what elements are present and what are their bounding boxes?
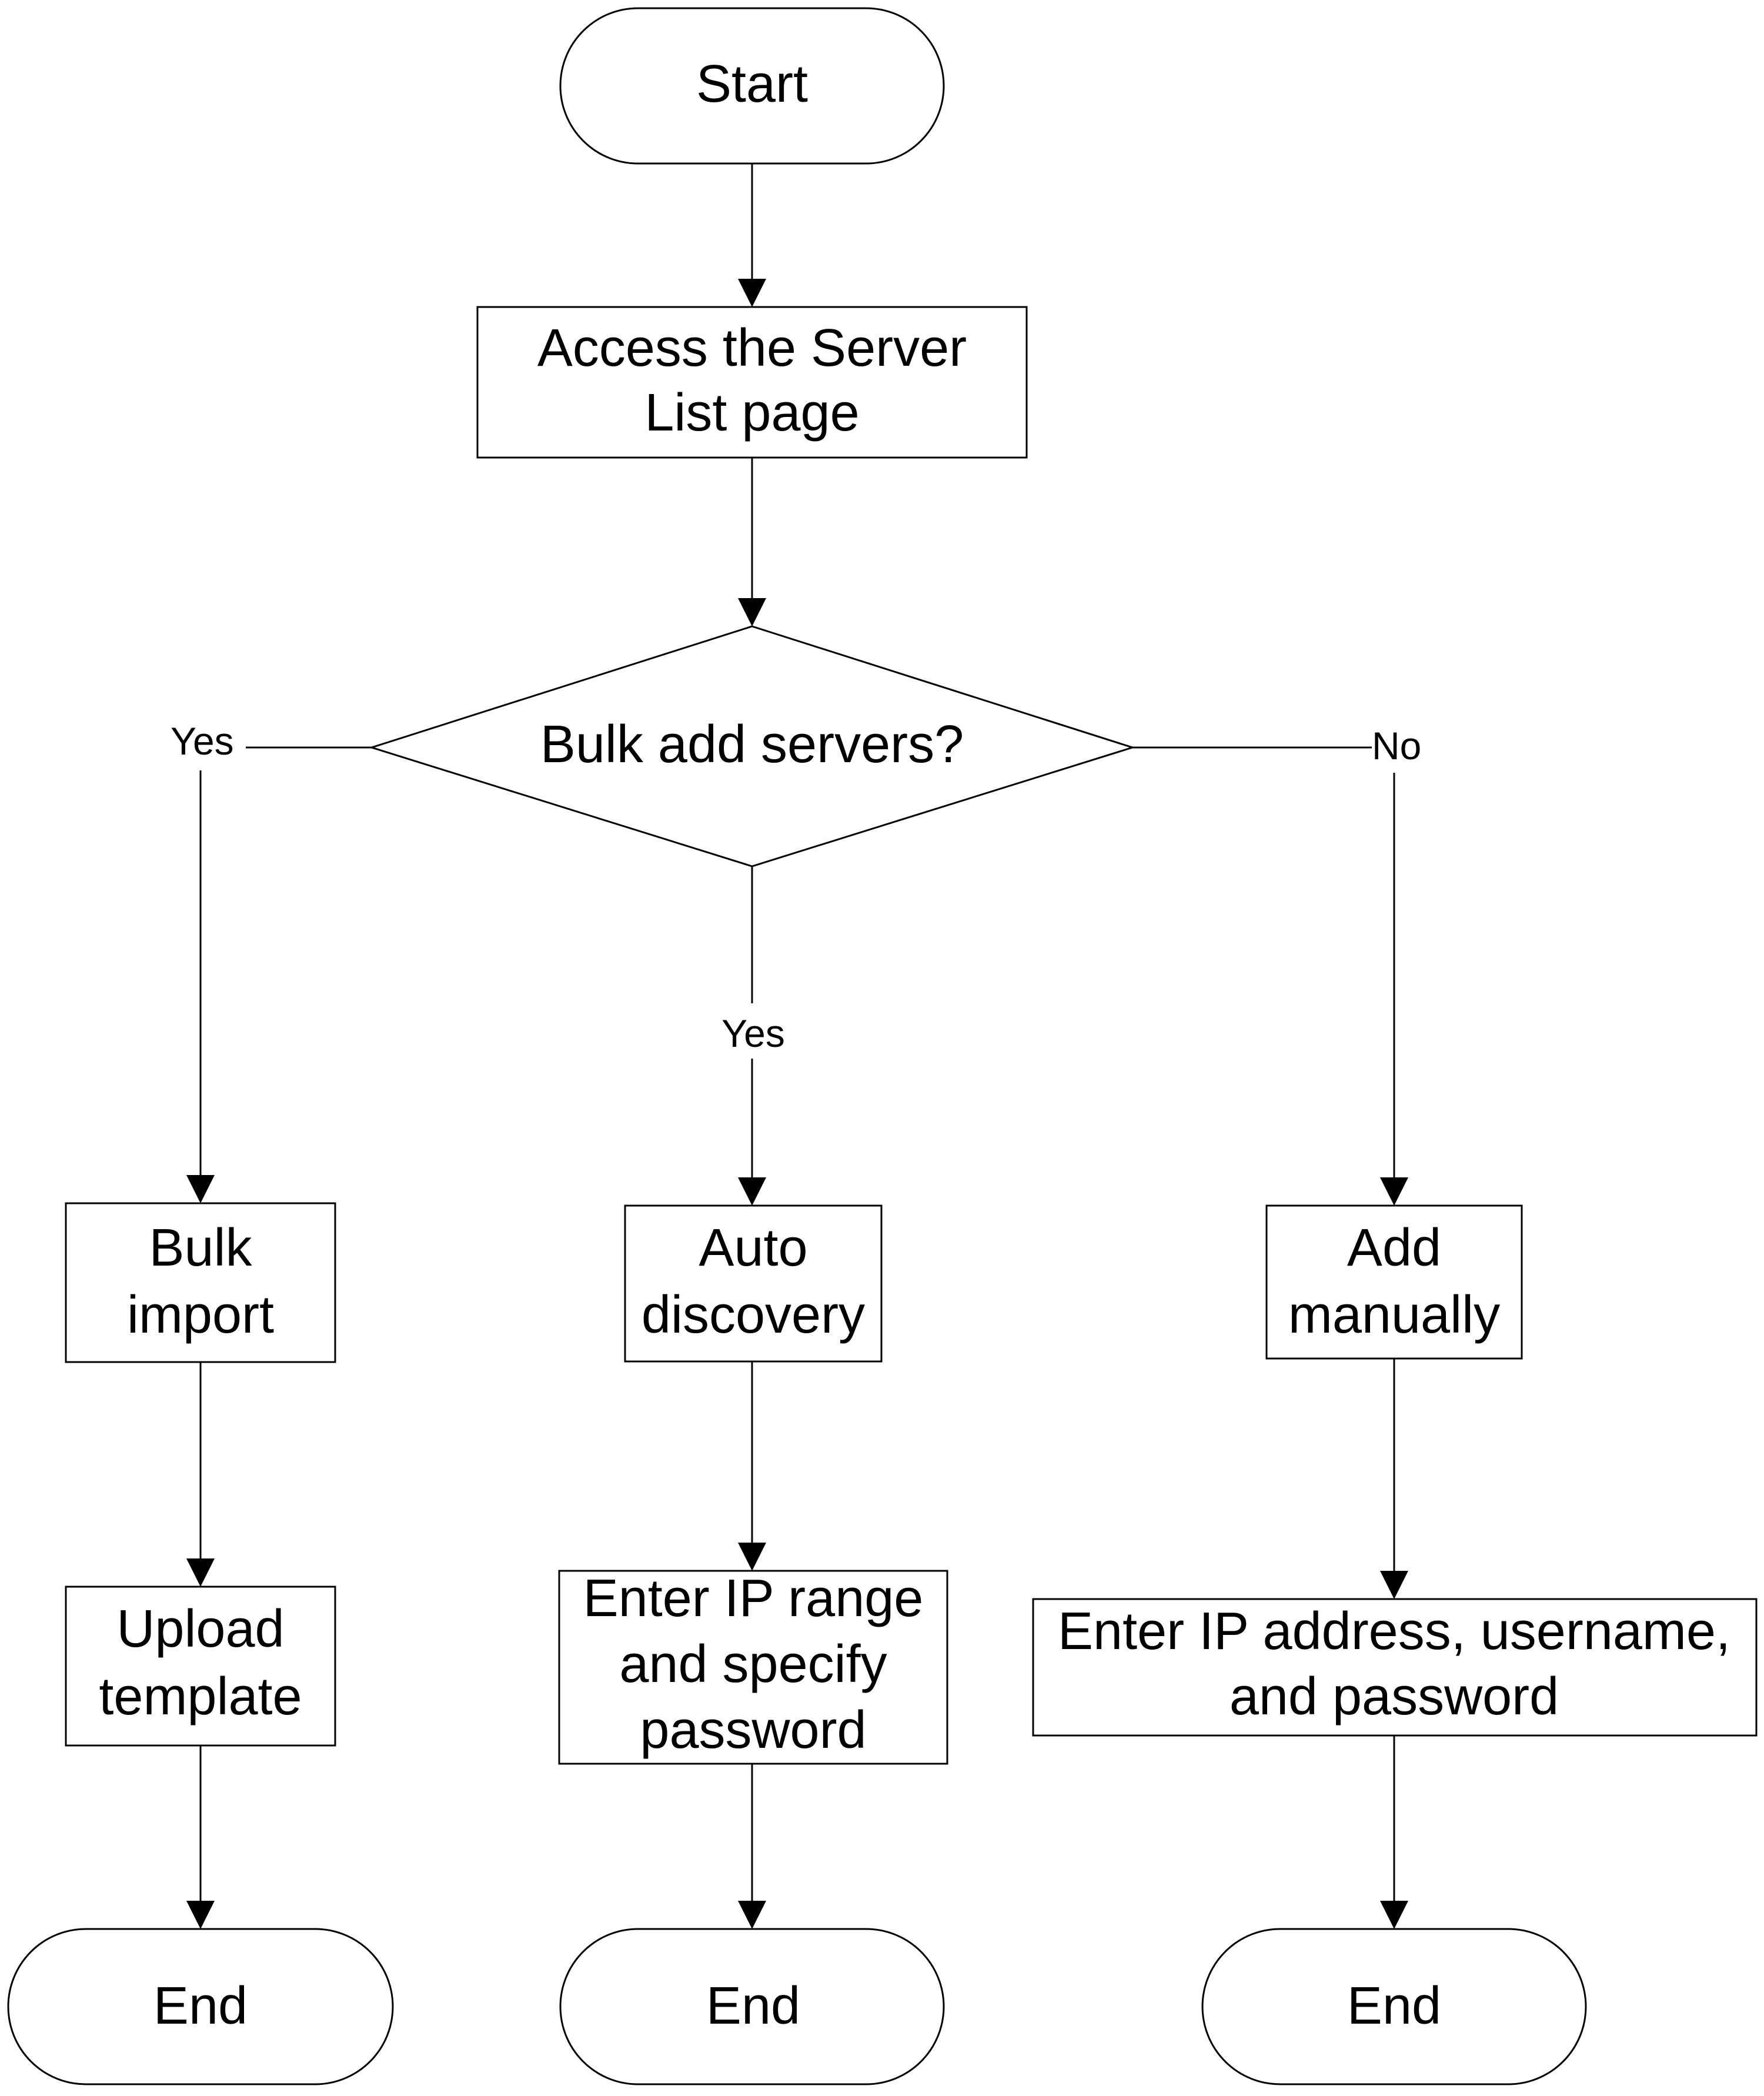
end-node-left: End xyxy=(7,1928,394,2085)
start-label: Start xyxy=(696,55,808,114)
end-left-label: End xyxy=(153,1977,248,2035)
edge-enter-ip-range-to-end xyxy=(738,1764,766,1929)
enter-ip-address-line-1: Enter IP address, username, xyxy=(1058,1602,1730,1661)
access-line-2: List page xyxy=(644,383,859,442)
enter-ip-range-line-1: Enter IP range xyxy=(583,1569,924,1628)
edge-enter-ip-address-to-end xyxy=(1380,1735,1408,1929)
end-node-middle: End xyxy=(559,1928,945,2085)
access-line-1: Access the Server xyxy=(537,319,967,378)
auto-discovery-line-1: Auto xyxy=(699,1219,807,1277)
edge-bulk-import-to-upload-template xyxy=(186,1362,215,1587)
edge-auto-discovery-to-enter-ip-range xyxy=(738,1361,766,1571)
edge-label-no: No xyxy=(1372,724,1421,767)
edge-start-to-access xyxy=(738,163,766,307)
enter-ip-range-node: Enter IP range and specify password xyxy=(558,1569,948,1765)
upload-template-node: Upload template xyxy=(65,1586,336,1747)
edge-label-yes-middle: Yes xyxy=(721,1012,785,1055)
edge-label-yes-left: Yes xyxy=(171,719,234,763)
upload-template-line-1: Upload xyxy=(116,1600,284,1658)
enter-ip-address-node: Enter IP address, username, and password xyxy=(1032,1598,1758,1737)
start-node: Start xyxy=(559,7,945,165)
auto-discovery-node: Auto discovery xyxy=(624,1204,883,1363)
decision-label: Bulk add servers? xyxy=(540,715,964,774)
end-node-right: End xyxy=(1201,1928,1587,2085)
add-manually-node: Add manually xyxy=(1265,1204,1523,1360)
end-middle-label: End xyxy=(706,1977,800,2035)
add-manually-line-2: manually xyxy=(1288,1286,1500,1344)
add-manually-line-1: Add xyxy=(1347,1219,1441,1277)
edge-decision-to-auto-discovery xyxy=(738,866,766,1206)
enter-ip-range-line-3: password xyxy=(640,1701,866,1760)
access-server-list-node: Access the Server List page xyxy=(476,306,1028,459)
bulk-import-line-2: import xyxy=(127,1286,274,1344)
edge-upload-template-to-end xyxy=(186,1745,215,1929)
enter-ip-range-line-2: and specify xyxy=(619,1635,887,1694)
upload-template-line-2: template xyxy=(99,1667,302,1726)
end-right-label: End xyxy=(1347,1977,1441,2035)
bulk-import-node: Bulk import xyxy=(65,1202,336,1363)
auto-discovery-line-2: discovery xyxy=(642,1286,865,1344)
edge-decision-to-bulk-import xyxy=(186,746,372,1203)
edge-decision-to-add-manually xyxy=(1132,746,1408,1206)
edge-add-manually-to-enter-ip-address xyxy=(1380,1359,1408,1599)
edge-access-to-decision xyxy=(738,458,766,626)
bulk-add-decision-node: Bulk add servers? xyxy=(369,625,1135,867)
enter-ip-address-line-2: and password xyxy=(1230,1667,1559,1726)
bulk-import-line-1: Bulk xyxy=(149,1219,252,1277)
